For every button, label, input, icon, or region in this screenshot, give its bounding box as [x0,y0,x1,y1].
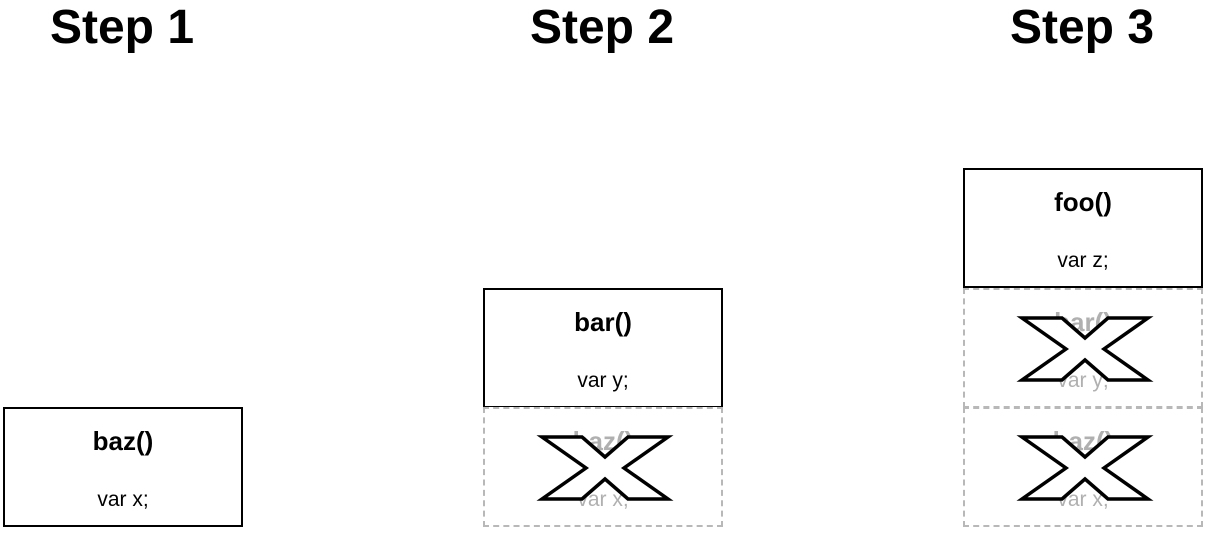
frame-function-name: bar() [574,307,632,337]
cross-icon [1016,435,1154,501]
step-3-frame-foo: foo() var z; [963,168,1203,288]
step-2-frame-baz-popped: baz() var x; [483,407,723,527]
step-2-title: Step 2 [529,1,675,54]
step-1-title: Step 1 [49,1,195,54]
cross-icon [1016,316,1154,382]
step-3-frame-baz-popped: baz() var x; [963,407,1203,527]
frame-variable: var y; [577,369,629,392]
frame-variable: var x; [97,488,149,511]
step-3-frame-bar-popped: bar() var y; [963,288,1203,408]
step-1-frame-baz: baz() var x; [3,407,243,527]
frame-variable: var z; [1057,249,1109,272]
step-3-title: Step 3 [1009,1,1155,54]
frame-function-name: baz() [92,426,154,456]
cross-icon [536,435,674,501]
frame-function-name: foo() [1054,187,1112,217]
step-2-frame-bar: bar() var y; [483,288,723,408]
